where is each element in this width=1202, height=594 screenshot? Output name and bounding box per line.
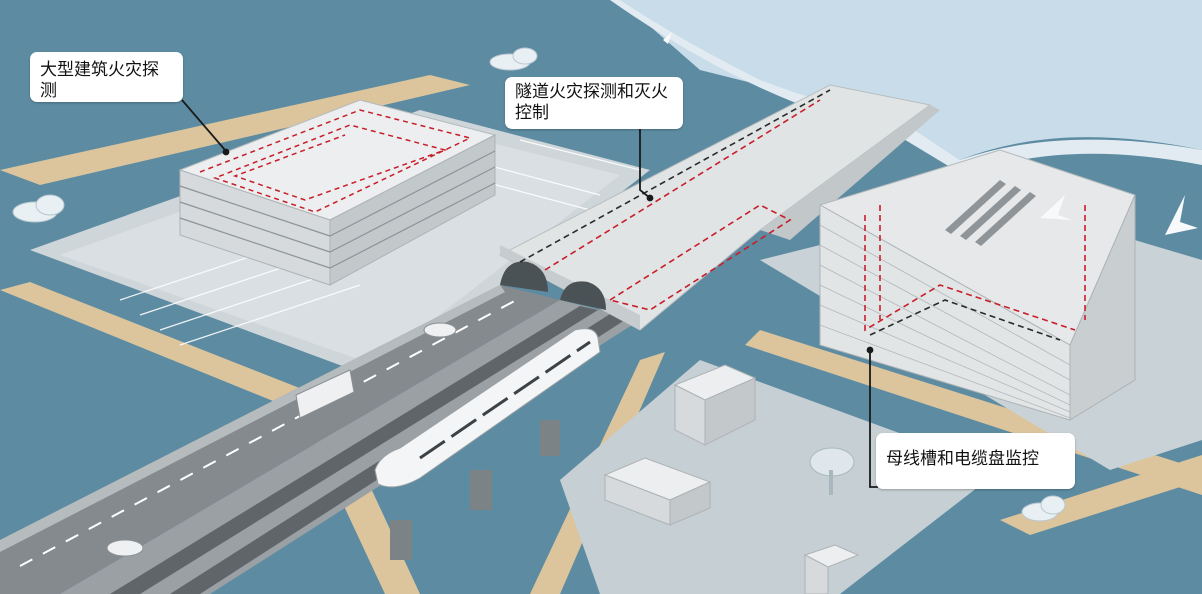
office-grid — [819, 224, 1071, 419]
tunnel-cable — [544, 99, 821, 311]
rail-track-1 — [110, 306, 598, 594]
parking-building-floors — [179, 150, 496, 269]
bridge-pillars — [390, 420, 560, 560]
leader-lines — [181, 99, 878, 488]
parking-building-cable — [199, 109, 473, 213]
train-windows — [419, 340, 591, 460]
birds — [663, 32, 1198, 235]
callout-busway-cable-monitoring: 母线槽和电缆盘监控 — [876, 433, 1075, 489]
vehicles — [106, 322, 457, 557]
tunnel-cable-dark — [519, 89, 831, 263]
tunnel-portal-1 — [500, 261, 548, 292]
south-plot — [560, 360, 1000, 594]
callout-tunnel-fire-detection: 隧道火灾探测和灭火控制 — [505, 77, 683, 129]
small-buildings — [603, 364, 860, 594]
highway — [0, 285, 560, 594]
clouds — [12, 47, 1066, 522]
busway-cable-dark — [869, 299, 1061, 341]
busway-cable — [864, 205, 1086, 332]
callout-building-fire-detection: 大型建筑火灾探测 — [30, 52, 183, 102]
train — [374, 328, 601, 488]
sea — [620, 0, 1202, 160]
tunnel-portal-2 — [560, 281, 606, 310]
lane-marks — [19, 297, 521, 567]
highway-edge — [0, 285, 505, 552]
office-vents — [945, 180, 1036, 246]
tunnel-ramp — [760, 105, 940, 240]
tree — [809, 447, 855, 495]
